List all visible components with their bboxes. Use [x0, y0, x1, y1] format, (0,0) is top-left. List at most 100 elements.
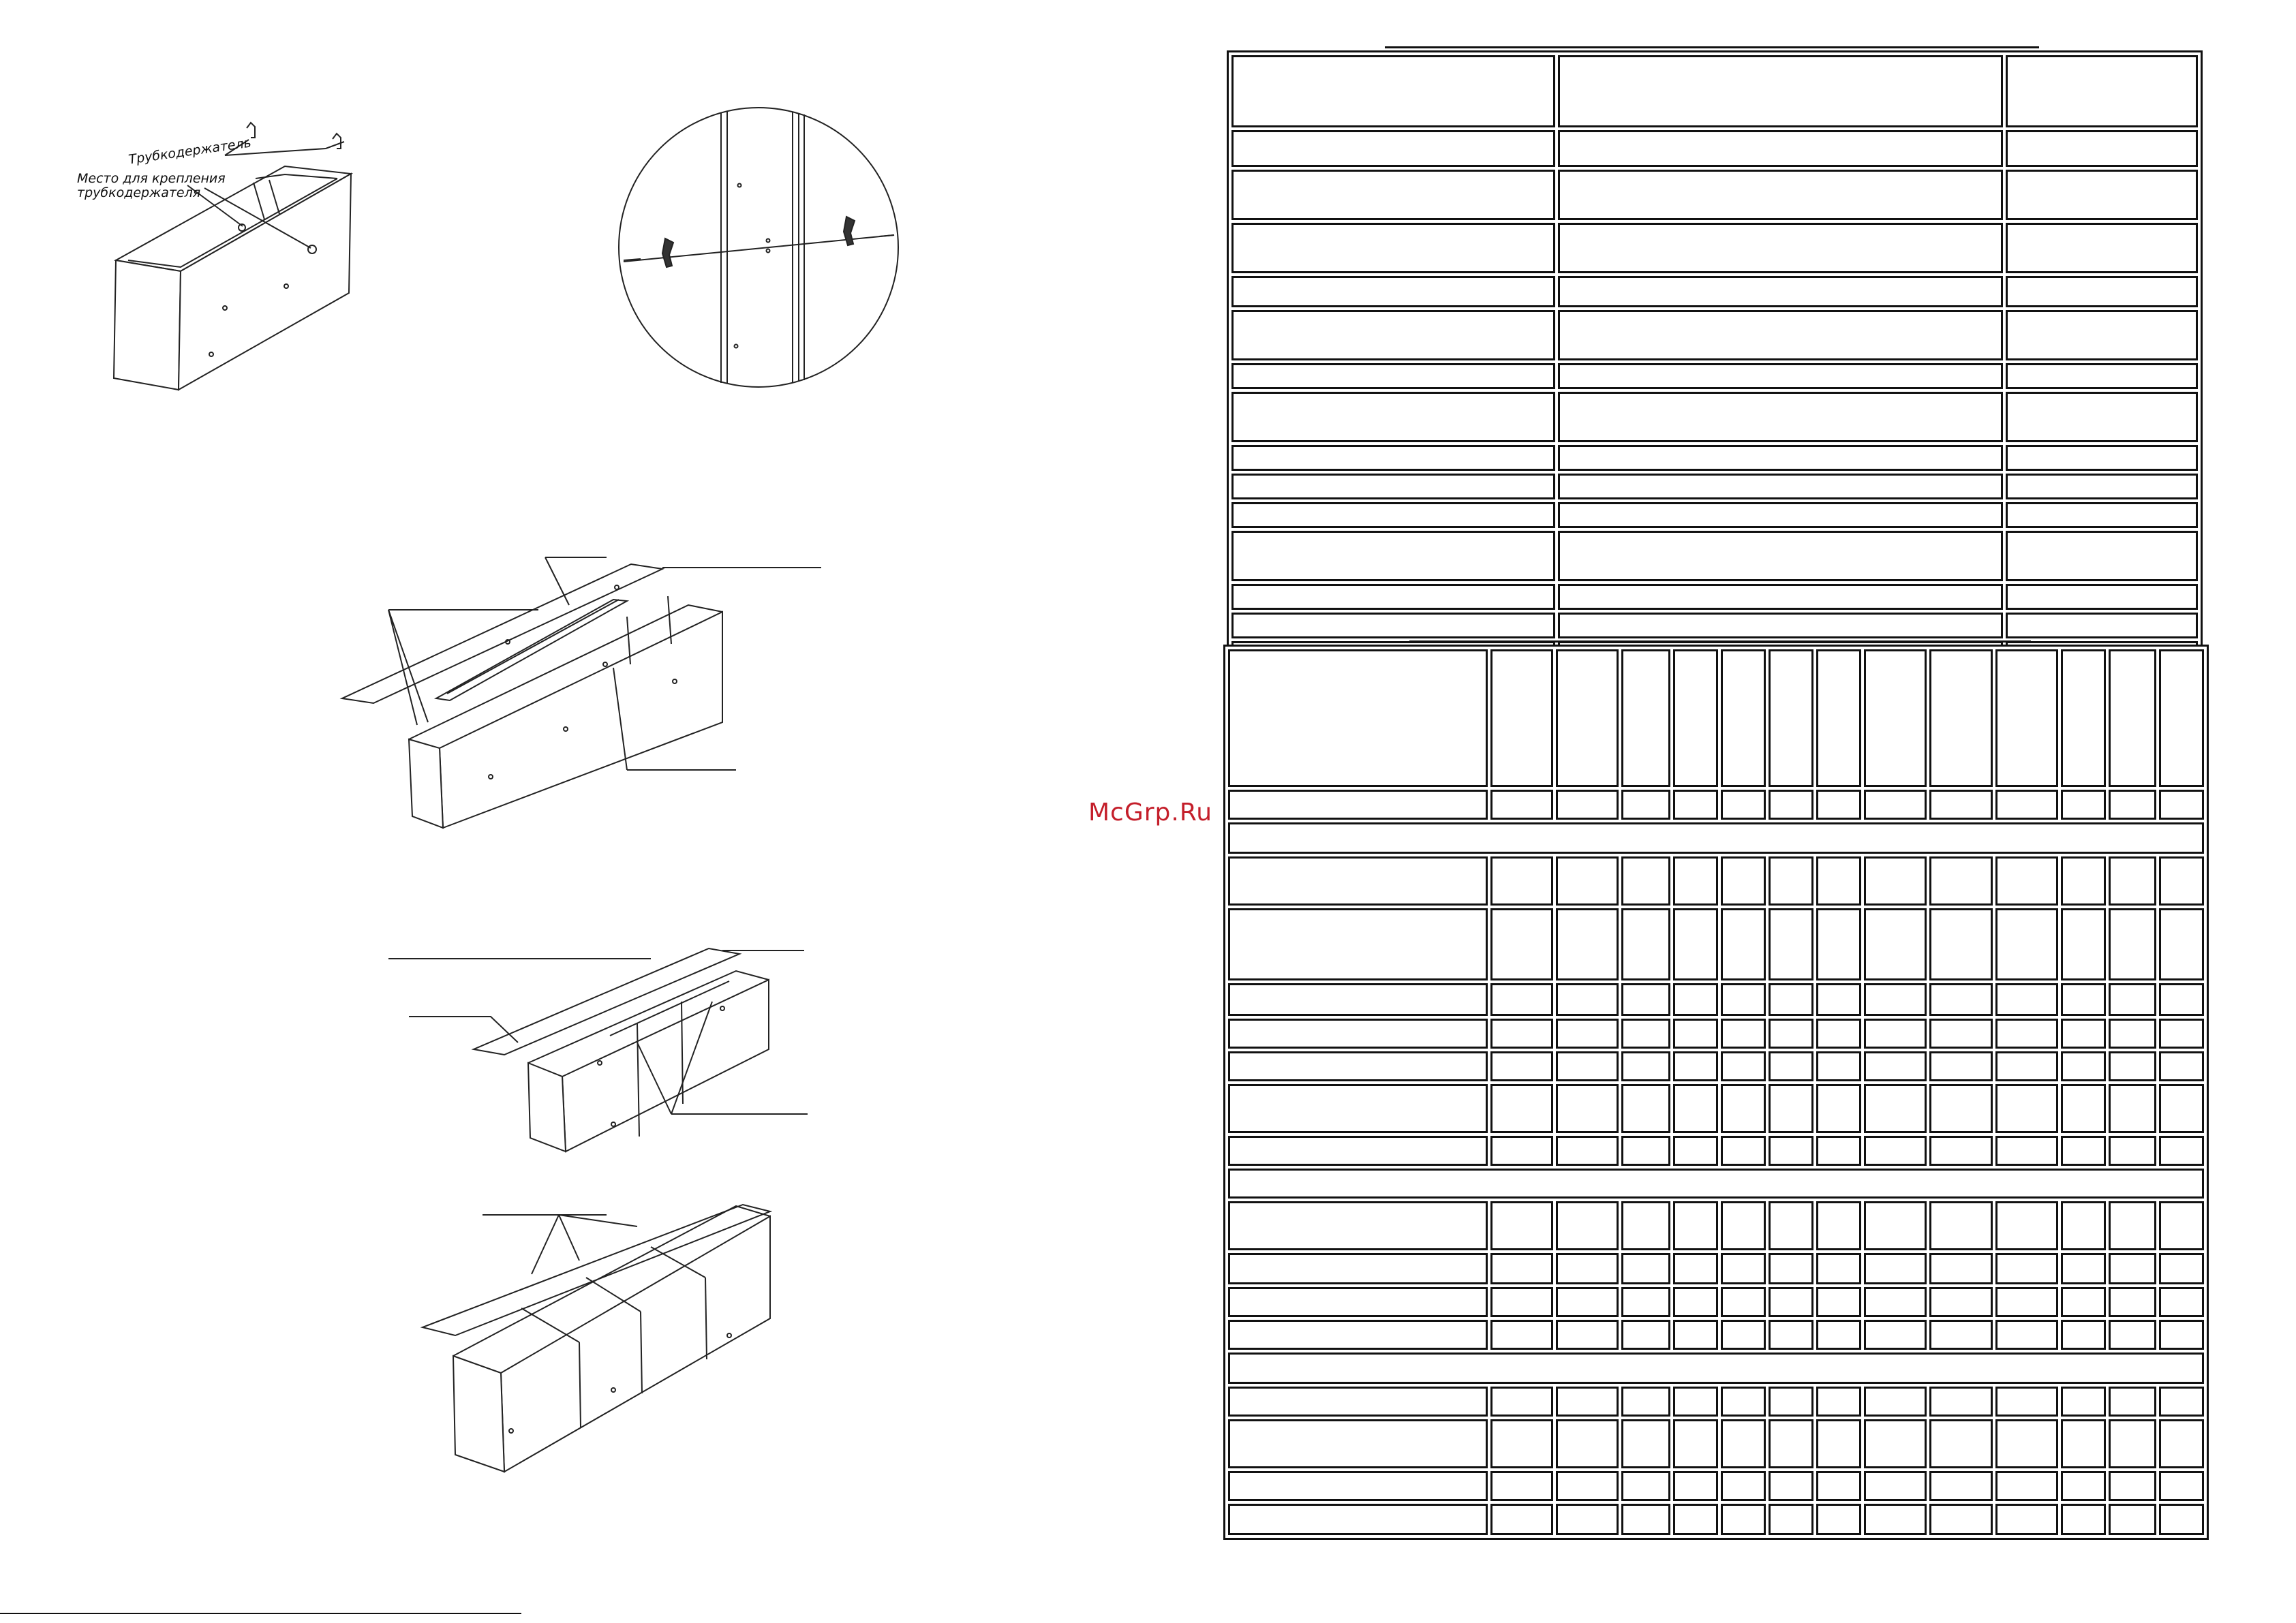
table2-cell: [2108, 1019, 2156, 1049]
table2-cell: [1672, 1287, 1718, 1317]
table2-cell: [1228, 1471, 1488, 1501]
table2-cell: [1769, 908, 1814, 980]
table2-row: [1228, 1419, 2204, 1468]
table2-cell: [1621, 1136, 1670, 1166]
table2-cell: [1995, 790, 2058, 820]
table2-row: [1228, 1287, 2204, 1317]
table2-cell: [1228, 1504, 1488, 1535]
table1-row: [1231, 276, 2198, 307]
table2-cell: [1769, 1201, 1814, 1250]
table1-cell: [1231, 584, 1555, 610]
cabinet-figure-3: [339, 557, 821, 829]
table1-cell: [1557, 276, 2003, 307]
table2-cell: [2158, 908, 2204, 980]
table2-cell: [1490, 908, 1553, 980]
table2-cell: [2060, 1201, 2106, 1250]
table2-cell: [1672, 1320, 1718, 1350]
table2-cell: [1621, 1320, 1670, 1350]
table1-row: [1231, 55, 2198, 127]
table2-cell: [1720, 908, 1766, 980]
table2-cell: [1995, 1387, 2058, 1417]
table2-cell: [1490, 1051, 1553, 1081]
table2-cell: [2060, 1019, 2106, 1049]
table1-cell: [1557, 531, 2003, 581]
table2-section-row: [1228, 822, 2204, 854]
table2-cell: [1816, 1136, 1862, 1166]
table2-cell: [1555, 1201, 1619, 1250]
table2-cell: [1929, 908, 1993, 980]
table2-cell: [1769, 649, 1814, 787]
table2-cell: [2060, 790, 2106, 820]
table2-row: [1228, 1504, 2204, 1535]
table2-cell: [1555, 1019, 1619, 1049]
table1-cell: [1557, 613, 2003, 638]
table2-cell: [1228, 1253, 1488, 1284]
table2-cell: [1490, 1504, 1553, 1535]
table2-cell: [1621, 1471, 1670, 1501]
table2-cell: [1555, 856, 1619, 906]
table2-cell: [2108, 1136, 2156, 1166]
table2-cell: [1769, 1019, 1814, 1049]
table1-cell: [2005, 584, 2198, 610]
table2-cell: [1672, 983, 1718, 1016]
table2-cell: [1769, 1136, 1814, 1166]
table1-cell: [1231, 223, 1555, 273]
table2-cell: [1621, 1084, 1670, 1133]
table2-cell: [1490, 1136, 1553, 1166]
table2-cell: [1672, 790, 1718, 820]
table2-cell: [2158, 1387, 2204, 1417]
table2-cell: [1555, 1136, 1619, 1166]
table2-cell: [1864, 908, 1927, 980]
table2-cell: [1816, 856, 1862, 906]
table2-cell: [1228, 1084, 1488, 1133]
table1-cell: [2005, 531, 2198, 581]
table2-cell: [1720, 790, 1766, 820]
table2-cell: [1929, 649, 1993, 787]
table2-cell: [1672, 1253, 1718, 1284]
table2-cell: [2060, 983, 2106, 1016]
table2-cell: [1555, 983, 1619, 1016]
table2-cell: [1816, 1051, 1862, 1081]
table2-cell: [1929, 1253, 1993, 1284]
table2-cell: [1490, 1084, 1553, 1133]
table2-cell: [1929, 1287, 1993, 1317]
table2-cell: [2158, 1253, 2204, 1284]
table2-cell: [1769, 1419, 1814, 1468]
table2-cell: [1864, 1051, 1927, 1081]
table1-cell: [1231, 392, 1555, 442]
table2-cell: [2108, 1253, 2156, 1284]
table2-cell: [1816, 1019, 1862, 1049]
table2-cell: [2108, 1504, 2156, 1535]
table1-cell: [1557, 55, 2003, 127]
table1-row: [1231, 170, 2198, 220]
table2-cell: [2060, 1387, 2106, 1417]
table2-cell: [1995, 1136, 2058, 1166]
table2-cell: [1995, 1504, 2058, 1535]
table1-cell: [2005, 55, 2198, 127]
table2-cell: [2108, 1320, 2156, 1350]
table2-row: [1228, 1051, 2204, 1081]
table2-cell: [1555, 1320, 1619, 1350]
table2-row: [1228, 1019, 2204, 1049]
table2-cell: [1929, 1019, 1993, 1049]
table1-cell: [2005, 130, 2198, 167]
table2-row: [1228, 1253, 2204, 1284]
table2-cell: [2060, 1084, 2106, 1133]
table2-cell: [1720, 1019, 1766, 1049]
table2-cell: [2158, 1471, 2204, 1501]
table2-cell: [1720, 1201, 1766, 1250]
table1-cell: [2005, 223, 2198, 273]
table1-row: [1231, 223, 2198, 273]
table2-cell: [1769, 856, 1814, 906]
table2-cell: [1864, 1504, 1927, 1535]
table2-cell: [1720, 1051, 1766, 1081]
table2-cell: [1228, 1051, 1488, 1081]
table1-cell: [1231, 276, 1555, 307]
table2-cell: [1720, 1419, 1766, 1468]
table2-cell: [1490, 790, 1553, 820]
table2-cell: [1555, 1084, 1619, 1133]
table2-cell: [1769, 983, 1814, 1016]
table2-cell: [2060, 1287, 2106, 1317]
table2-cell: [1864, 1136, 1927, 1166]
table2-cell: [1816, 649, 1862, 787]
